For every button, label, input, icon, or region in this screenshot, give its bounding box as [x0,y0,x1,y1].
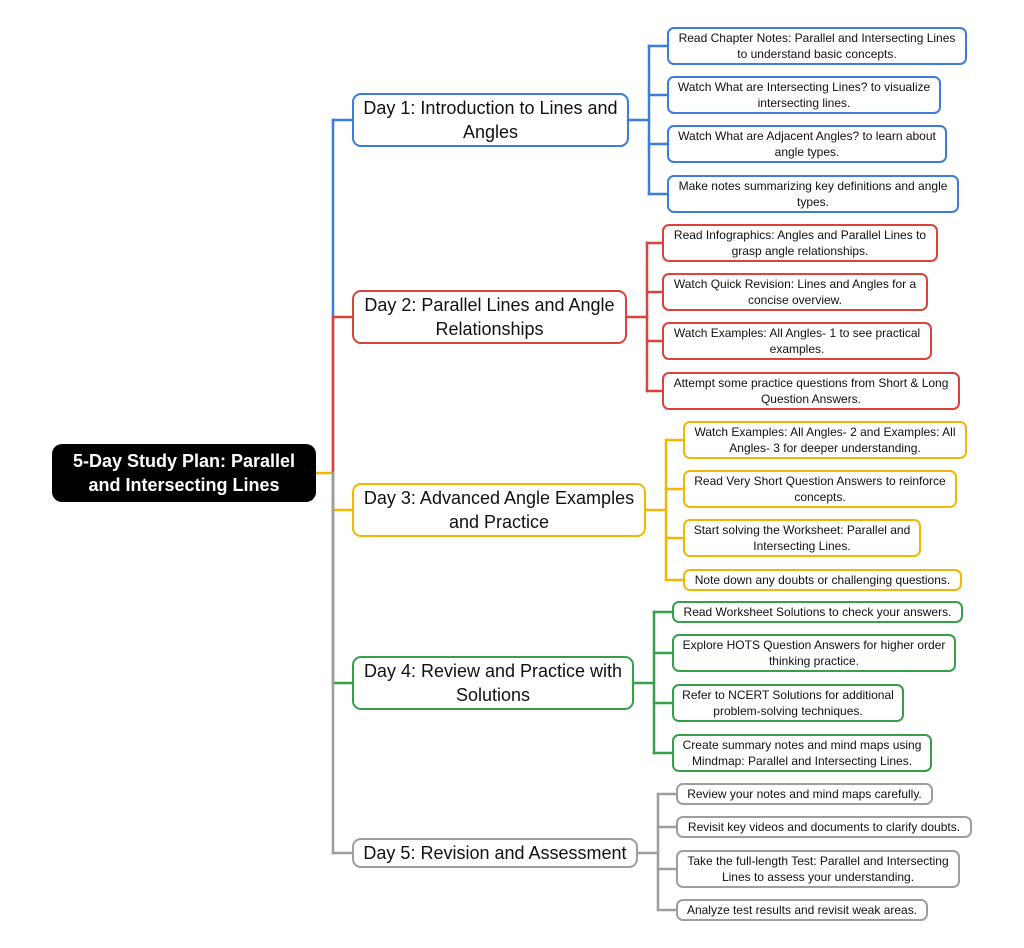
day-2-node: Day 2: Parallel Lines and Angle Relation… [352,290,627,344]
day-3-task-1: Watch Examples: All Angles- 2 and Exampl… [683,421,967,459]
day-4-task-2: Explore HOTS Question Answers for higher… [672,634,956,672]
day-1-task-4: Make notes summarizing key definitions a… [667,175,959,213]
day-1-task-1: Read Chapter Notes: Parallel and Interse… [667,27,967,65]
day-2-task-3: Watch Examples: All Angles- 1 to see pra… [662,322,932,360]
day-5-task-3: Take the full-length Test: Parallel and … [676,850,960,888]
day-3-node: Day 3: Advanced Angle Examples and Pract… [352,483,646,537]
day-1-task-2: Watch What are Intersecting Lines? to vi… [667,76,941,114]
day-3-task-2: Read Very Short Question Answers to rein… [683,470,957,508]
root-node: 5-Day Study Plan: Parallel and Intersect… [52,444,316,502]
day-1-node: Day 1: Introduction to Lines and Angles [352,93,629,147]
day-4-node: Day 4: Review and Practice with Solution… [352,656,634,710]
day-4-task-4: Create summary notes and mind maps using… [672,734,932,772]
day-4-task-3: Refer to NCERT Solutions for additional … [672,684,904,722]
day-5-task-2: Revisit key videos and documents to clar… [676,816,972,838]
day-2-task-1: Read Infographics: Angles and Parallel L… [662,224,938,262]
day-2-task-2: Watch Quick Revision: Lines and Angles f… [662,273,928,311]
day-1-task-3: Watch What are Adjacent Angles? to learn… [667,125,947,163]
day-5-task-4: Analyze test results and revisit weak ar… [676,899,928,921]
day-5-node: Day 5: Revision and Assessment [352,838,638,868]
day-3-task-3: Start solving the Worksheet: Parallel an… [683,519,921,557]
day-4-task-1: Read Worksheet Solutions to check your a… [672,601,963,623]
day-2-task-4: Attempt some practice questions from Sho… [662,372,960,410]
day-3-task-4: Note down any doubts or challenging ques… [683,569,962,591]
day-5-task-1: Review your notes and mind maps carefull… [676,783,933,805]
